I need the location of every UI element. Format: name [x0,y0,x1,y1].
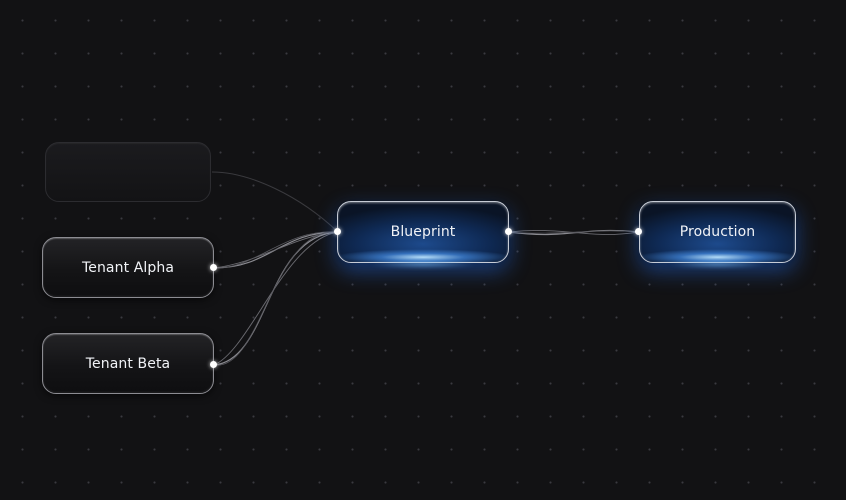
ghost-node[interactable] [45,142,211,202]
edge-tenant-beta-blueprint-strand [213,231,339,366]
edge-blueprint-production-strand [508,230,640,235]
production-label: Production [679,224,756,240]
tenant-beta-node[interactable]: Tenant Beta [42,333,214,394]
tenant-alpha-output-port[interactable] [210,264,217,271]
tenant-beta-label: Tenant Beta [85,355,171,372]
production-node[interactable]: Production [639,201,796,263]
blueprint-label: Blueprint [390,224,456,240]
edge-tenant-beta-blueprint-strand [213,231,339,366]
edge-tenant-beta-blueprint[interactable] [213,231,339,366]
production-input-port[interactable] [635,228,642,235]
blueprint-output-port[interactable] [505,228,512,235]
blueprint-input-port[interactable] [334,228,341,235]
tenant-alpha-node[interactable]: Tenant Alpha [42,237,214,298]
edge-blueprint-production-strand [508,230,640,234]
tenant-beta-output-port[interactable] [210,361,217,368]
edge-ghost-blueprint [211,171,339,233]
edge-tenant-alpha-blueprint-strand [213,231,339,269]
tenant-alpha-label: Tenant Alpha [81,259,175,276]
blueprint-node[interactable]: Blueprint [337,201,509,263]
edge-tenant-alpha-blueprint-strand [213,231,339,269]
